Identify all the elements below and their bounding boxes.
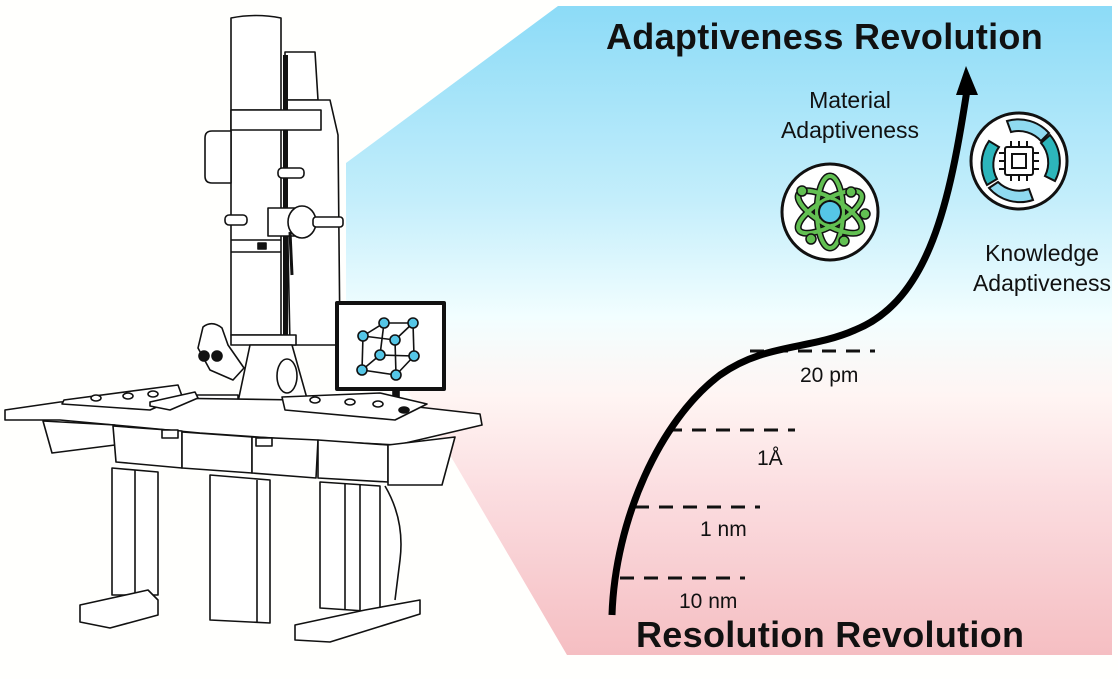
title-resolution-revolution: Resolution Revolution xyxy=(636,614,1025,655)
arrow-head-icon xyxy=(956,66,978,95)
label-knowledge-adaptiveness: Knowledge Adaptiveness xyxy=(966,238,1118,298)
progress-curve xyxy=(608,89,971,616)
chip-cycle-icon xyxy=(969,111,1069,211)
title-adaptiveness-revolution: Adaptiveness Revolution xyxy=(606,16,1043,57)
level-label-1nm: 1 nm xyxy=(700,518,747,541)
label-line: Adaptiveness xyxy=(780,117,920,143)
level-label-1a: 1Å xyxy=(757,447,783,470)
level-label-10nm: 10 nm xyxy=(679,590,738,613)
level-label-20pm: 20 pm xyxy=(800,364,859,387)
label-material-adaptiveness: Material Adaptiveness xyxy=(775,85,925,145)
label-line: Adaptiveness xyxy=(972,270,1112,296)
resolution-dashes xyxy=(620,349,875,580)
label-line: Material xyxy=(809,87,891,113)
electron-microscope-illustration xyxy=(4,14,483,643)
gradient-panel xyxy=(346,6,1112,655)
label-line: Knowledge xyxy=(985,240,1099,266)
crystal-lattice-icon xyxy=(356,317,420,381)
atom-icon xyxy=(780,162,880,262)
